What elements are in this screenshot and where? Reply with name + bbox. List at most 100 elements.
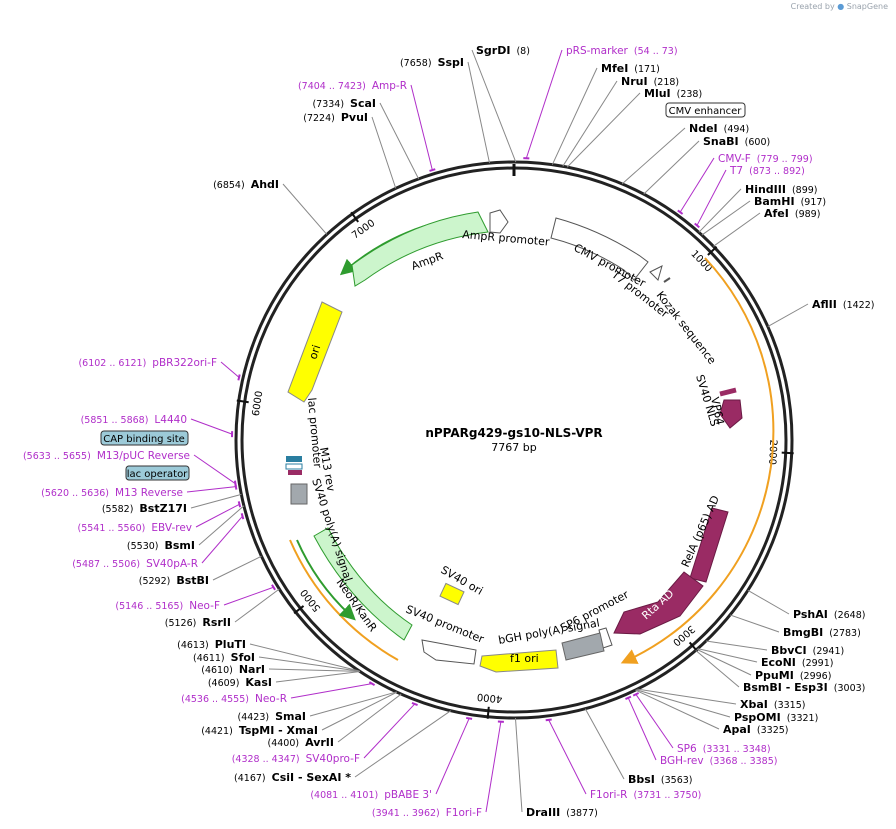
- site-callout: [198, 505, 245, 546]
- kozak-label: Kozak sequence: [654, 289, 719, 367]
- site-callout: [713, 212, 761, 247]
- site-label: NdeI(494): [689, 122, 749, 135]
- primer-name: EBV-rev: [151, 522, 192, 534]
- site-labels: SgrDI(8)MfeI(171)NruI(218)MluI(238)NdeI(…: [23, 44, 875, 819]
- site-callout: [471, 49, 517, 163]
- snapgene-watermark: Created by ● SnapGene: [791, 2, 888, 11]
- site-position: (2941): [813, 646, 845, 657]
- primer-name: M13/pUC Reverse: [97, 450, 190, 462]
- primer-position: (5541 .. 5560): [78, 523, 146, 534]
- site-label: BmgBI(2783): [783, 626, 861, 639]
- ruler-tick-6000: [236, 399, 249, 404]
- primer-name: T7: [729, 165, 743, 177]
- primer-position: (3731 .. 3750): [633, 790, 701, 801]
- watermark-created-by: Created by: [790, 2, 835, 11]
- site-name: NruI: [621, 75, 648, 88]
- primer-label: (4081 .. 4101)pBABE 3': [310, 789, 432, 801]
- ruler-tick-2000: [781, 451, 794, 455]
- primer-label: (6102 .. 6121)pBR322ori-F: [78, 357, 217, 369]
- primer-callout: [635, 694, 674, 749]
- primer-callout: [290, 683, 373, 699]
- site-position: (494): [724, 124, 750, 135]
- site-position: (5582): [102, 504, 134, 515]
- plasmid-length: 7767 bp: [491, 441, 536, 454]
- primer-label: (4536 .. 4555)Neo-R: [181, 693, 287, 705]
- site-name: BbsI: [628, 773, 655, 786]
- site-callout: [584, 708, 625, 780]
- site-label: (4610)NarI: [201, 663, 265, 676]
- neor-arrow: [313, 527, 413, 641]
- site-label: (5582) BstZ17I: [102, 502, 187, 515]
- site-label: (5530)BsmI: [127, 539, 195, 552]
- site-callout: [566, 92, 641, 168]
- site-label: MluI(238): [644, 87, 702, 100]
- site-position: (6854): [213, 180, 245, 191]
- primer-name: Neo-R: [255, 693, 287, 705]
- primer-mark: [271, 584, 276, 591]
- site-position: (4611): [193, 653, 225, 664]
- site-label: (4611) SfoI: [193, 651, 255, 664]
- site-callout: [767, 303, 809, 327]
- site-position: (3003): [834, 683, 866, 694]
- site-position: (3563): [661, 775, 693, 786]
- site-callout: [696, 648, 752, 676]
- site-position: (238): [677, 89, 703, 100]
- rta-arrow: [613, 571, 704, 635]
- primer-label: (4328 .. 4347)SV40pro-F: [232, 753, 360, 765]
- site-name: BstZ17I: [139, 502, 187, 515]
- primer-mark: [237, 501, 242, 508]
- f1-ori-arrow: [479, 649, 559, 673]
- primer-mark: [411, 701, 418, 706]
- ori-arrow: [287, 301, 343, 403]
- primer-label: T7(873 .. 892): [729, 165, 805, 177]
- ampr-arrow: [351, 211, 489, 287]
- site-callout: [636, 689, 731, 718]
- ruler-tick-3000: [688, 641, 699, 653]
- site-label: BbsI (3563): [628, 773, 693, 786]
- f1ori-label: f1 ori: [510, 652, 539, 665]
- site-position: (4609): [208, 678, 240, 689]
- site-callout: [562, 80, 618, 167]
- site-callout: [234, 588, 280, 623]
- site-label: PspOMI(3321): [734, 711, 818, 724]
- site-name: AvrII: [305, 736, 334, 749]
- m13rev-box: [285, 463, 303, 470]
- primer-callout: [627, 697, 657, 761]
- site-label: (5292)BstBI: [139, 574, 209, 587]
- site-name: AflII: [812, 298, 837, 311]
- primer-label: F1ori-R (3731 .. 3750): [590, 789, 701, 801]
- site-position: (917): [801, 197, 827, 208]
- site-name: EcoNI: [761, 656, 796, 669]
- primer-name: F1ori-R: [590, 789, 627, 801]
- site-callout: [701, 200, 751, 236]
- sv40-polya-box: [290, 483, 308, 505]
- site-position: (5530): [127, 541, 159, 552]
- site-label: SgrDI(8): [476, 44, 530, 57]
- site-name: SmaI: [275, 710, 306, 723]
- primer-mark: [237, 374, 241, 381]
- ruler-tick-1000: [707, 246, 718, 256]
- site-position: (5292): [139, 576, 171, 587]
- orange-arc-left: [289, 539, 399, 661]
- site-callout: [729, 614, 780, 633]
- site-callout: [249, 643, 360, 672]
- site-label: AflII(1422): [812, 298, 874, 311]
- site-name: ScaI: [350, 97, 376, 110]
- ori-label: ori: [306, 343, 323, 361]
- primer-position: (4081 .. 4101): [310, 790, 378, 801]
- primer-callout: [485, 721, 502, 813]
- site-name: BsmBI - Esp3I: [743, 681, 828, 694]
- primer-mark: [466, 716, 473, 720]
- primer-callout: [696, 169, 727, 226]
- site-label: AfeI(989): [764, 207, 820, 220]
- site-name: SfoI: [231, 651, 255, 664]
- site-label: PpuMI(2996): [755, 669, 831, 682]
- site-name: RsrII: [202, 616, 231, 629]
- site-position: (8): [516, 46, 529, 57]
- primer-label: (7404 .. 7423)Amp-R: [298, 80, 407, 92]
- primer-callout: [201, 515, 243, 564]
- site-position: (171): [634, 64, 660, 75]
- vp64-arrow: [719, 399, 743, 429]
- callout-lines: [186, 49, 809, 813]
